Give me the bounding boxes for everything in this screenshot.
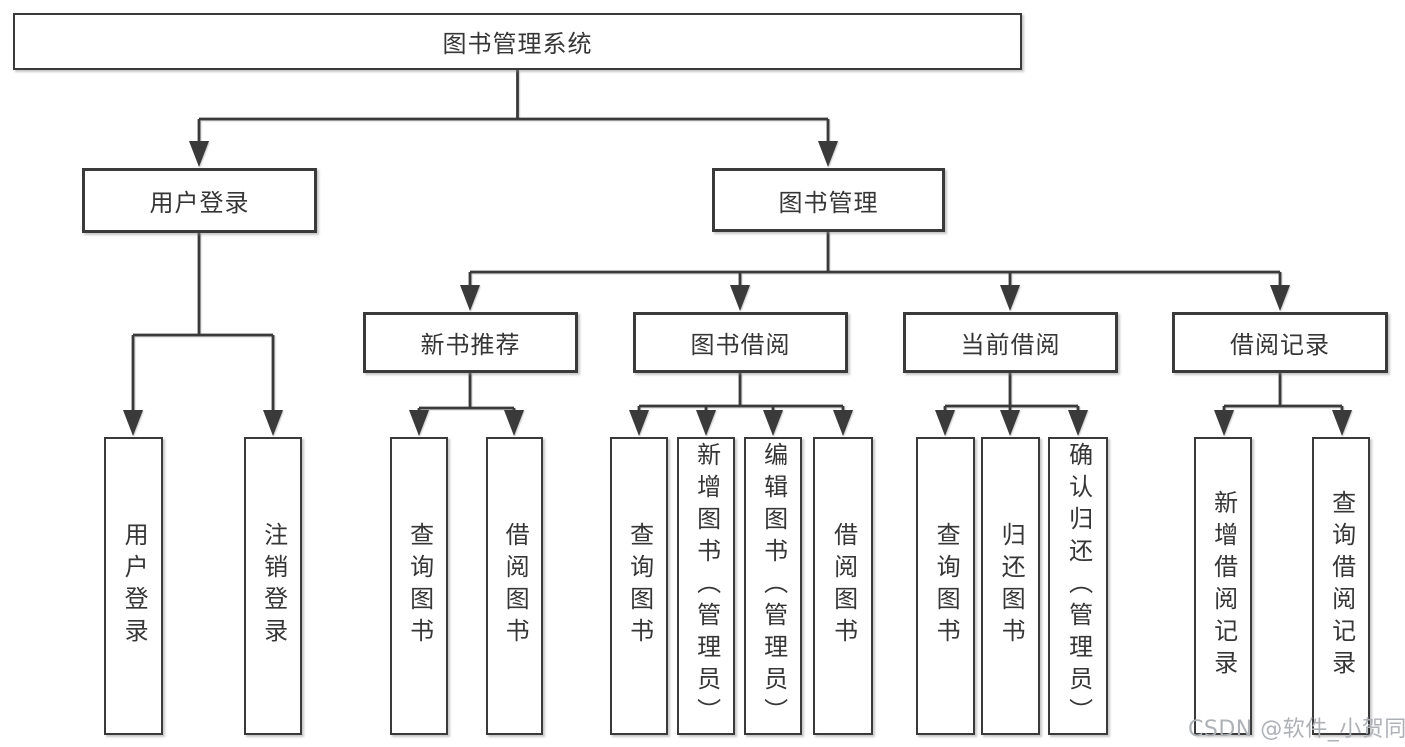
arrow-down-icon	[123, 410, 143, 436]
leaf-label: 查询借阅记录	[1327, 490, 1356, 682]
node-leaf-return-books: 归还图书	[981, 437, 1040, 735]
node-book-management: 图书管理	[712, 168, 945, 232]
arrow-down-icon	[730, 285, 750, 311]
node-leaf-borrow-books-2: 借阅图书	[813, 437, 873, 735]
arrow-down-icon	[1000, 285, 1020, 311]
node-leaf-query-books-2: 查询图书	[610, 437, 668, 735]
node-user-login: 用户登录	[82, 168, 317, 233]
node-leaf-edit-books-admin: 编辑图书（管理员）	[744, 437, 802, 735]
node-leaf-query-books-1: 查询图书	[390, 437, 448, 735]
node-leaf-confirm-return-admin: 确认归还（管理员）	[1048, 437, 1108, 735]
arrow-down-icon	[1068, 410, 1088, 436]
leaf-label: 查询图书	[625, 522, 654, 650]
node-root: 图书管理系统	[13, 13, 1022, 70]
node-leaf-logout: 注销登录	[244, 437, 302, 735]
node-book-management-label: 图书管理	[778, 188, 879, 217]
node-leaf-add-borrow-record: 新增借阅记录	[1194, 437, 1252, 735]
arrow-down-icon	[1000, 410, 1020, 436]
node-current-borrowing-label: 当前借阅	[960, 331, 1061, 359]
connector-current-borrowing-to-leaves	[935, 373, 1088, 436]
arrow-down-icon	[1332, 410, 1352, 436]
connector-new-book-recommendation-to-leaves	[409, 373, 524, 436]
arrow-down-icon	[263, 410, 283, 436]
leaf-label: 查询图书	[405, 522, 434, 650]
leaf-label: 查询图书	[932, 522, 961, 650]
arrow-down-icon	[629, 410, 649, 436]
node-new-book-recommendation-label: 新书推荐	[420, 331, 521, 359]
arrow-down-icon	[189, 141, 209, 167]
connector-user-login-to-leaves	[123, 233, 283, 436]
leaf-label: 新增借阅记录	[1209, 490, 1238, 682]
connector-book-borrowing-to-leaves	[629, 373, 853, 436]
node-current-borrowing: 当前借阅	[903, 312, 1118, 373]
arrow-down-icon	[763, 410, 783, 436]
arrow-down-icon	[409, 410, 429, 436]
node-leaf-query-books-3: 查询图书	[916, 437, 975, 735]
node-book-borrowing: 图书借阅	[633, 312, 848, 373]
node-user-login-label: 用户登录	[149, 189, 250, 217]
node-root-label: 图书管理系统	[442, 30, 593, 58]
node-leaf-query-borrow-record: 查询借阅记录	[1312, 437, 1370, 735]
arrow-down-icon	[935, 410, 955, 436]
leaf-label: 借阅图书	[501, 522, 530, 650]
leaf-label: 注销登录	[259, 522, 288, 650]
arrow-down-icon	[818, 141, 838, 167]
node-new-book-recommendation: 新书推荐	[363, 312, 578, 373]
leaf-label: 归还图书	[997, 522, 1026, 650]
node-borrowing-records-label: 借阅记录	[1230, 331, 1330, 359]
node-borrowing-records: 借阅记录	[1172, 312, 1388, 373]
arrow-down-icon	[696, 410, 716, 436]
leaf-label: 编辑图书（管理员）	[759, 442, 788, 730]
leaf-label: 确认归还（管理员）	[1064, 442, 1093, 730]
leaf-label: 新增图书（管理员）	[692, 442, 721, 730]
node-leaf-user-login: 用户登录	[104, 437, 163, 735]
node-leaf-borrow-books-1: 借阅图书	[486, 437, 543, 735]
node-book-borrowing-label: 图书借阅	[690, 331, 791, 359]
node-leaf-add-books-admin: 新增图书（管理员）	[677, 437, 735, 735]
arrow-down-icon	[833, 410, 853, 436]
leaf-label: 用户登录	[120, 522, 149, 650]
arrow-down-icon	[1270, 285, 1290, 311]
leaf-label: 借阅图书	[829, 522, 858, 650]
arrow-down-icon	[504, 410, 524, 436]
connector-book-management-to-level3	[460, 232, 1290, 311]
connector-root-to-level2	[189, 70, 838, 167]
arrow-down-icon	[460, 285, 480, 311]
arrow-down-icon	[1214, 410, 1234, 436]
connector-borrowing-records-to-leaves	[1214, 373, 1352, 436]
csdn-watermark: CSDN @软件_小贺同学	[1188, 717, 1405, 742]
